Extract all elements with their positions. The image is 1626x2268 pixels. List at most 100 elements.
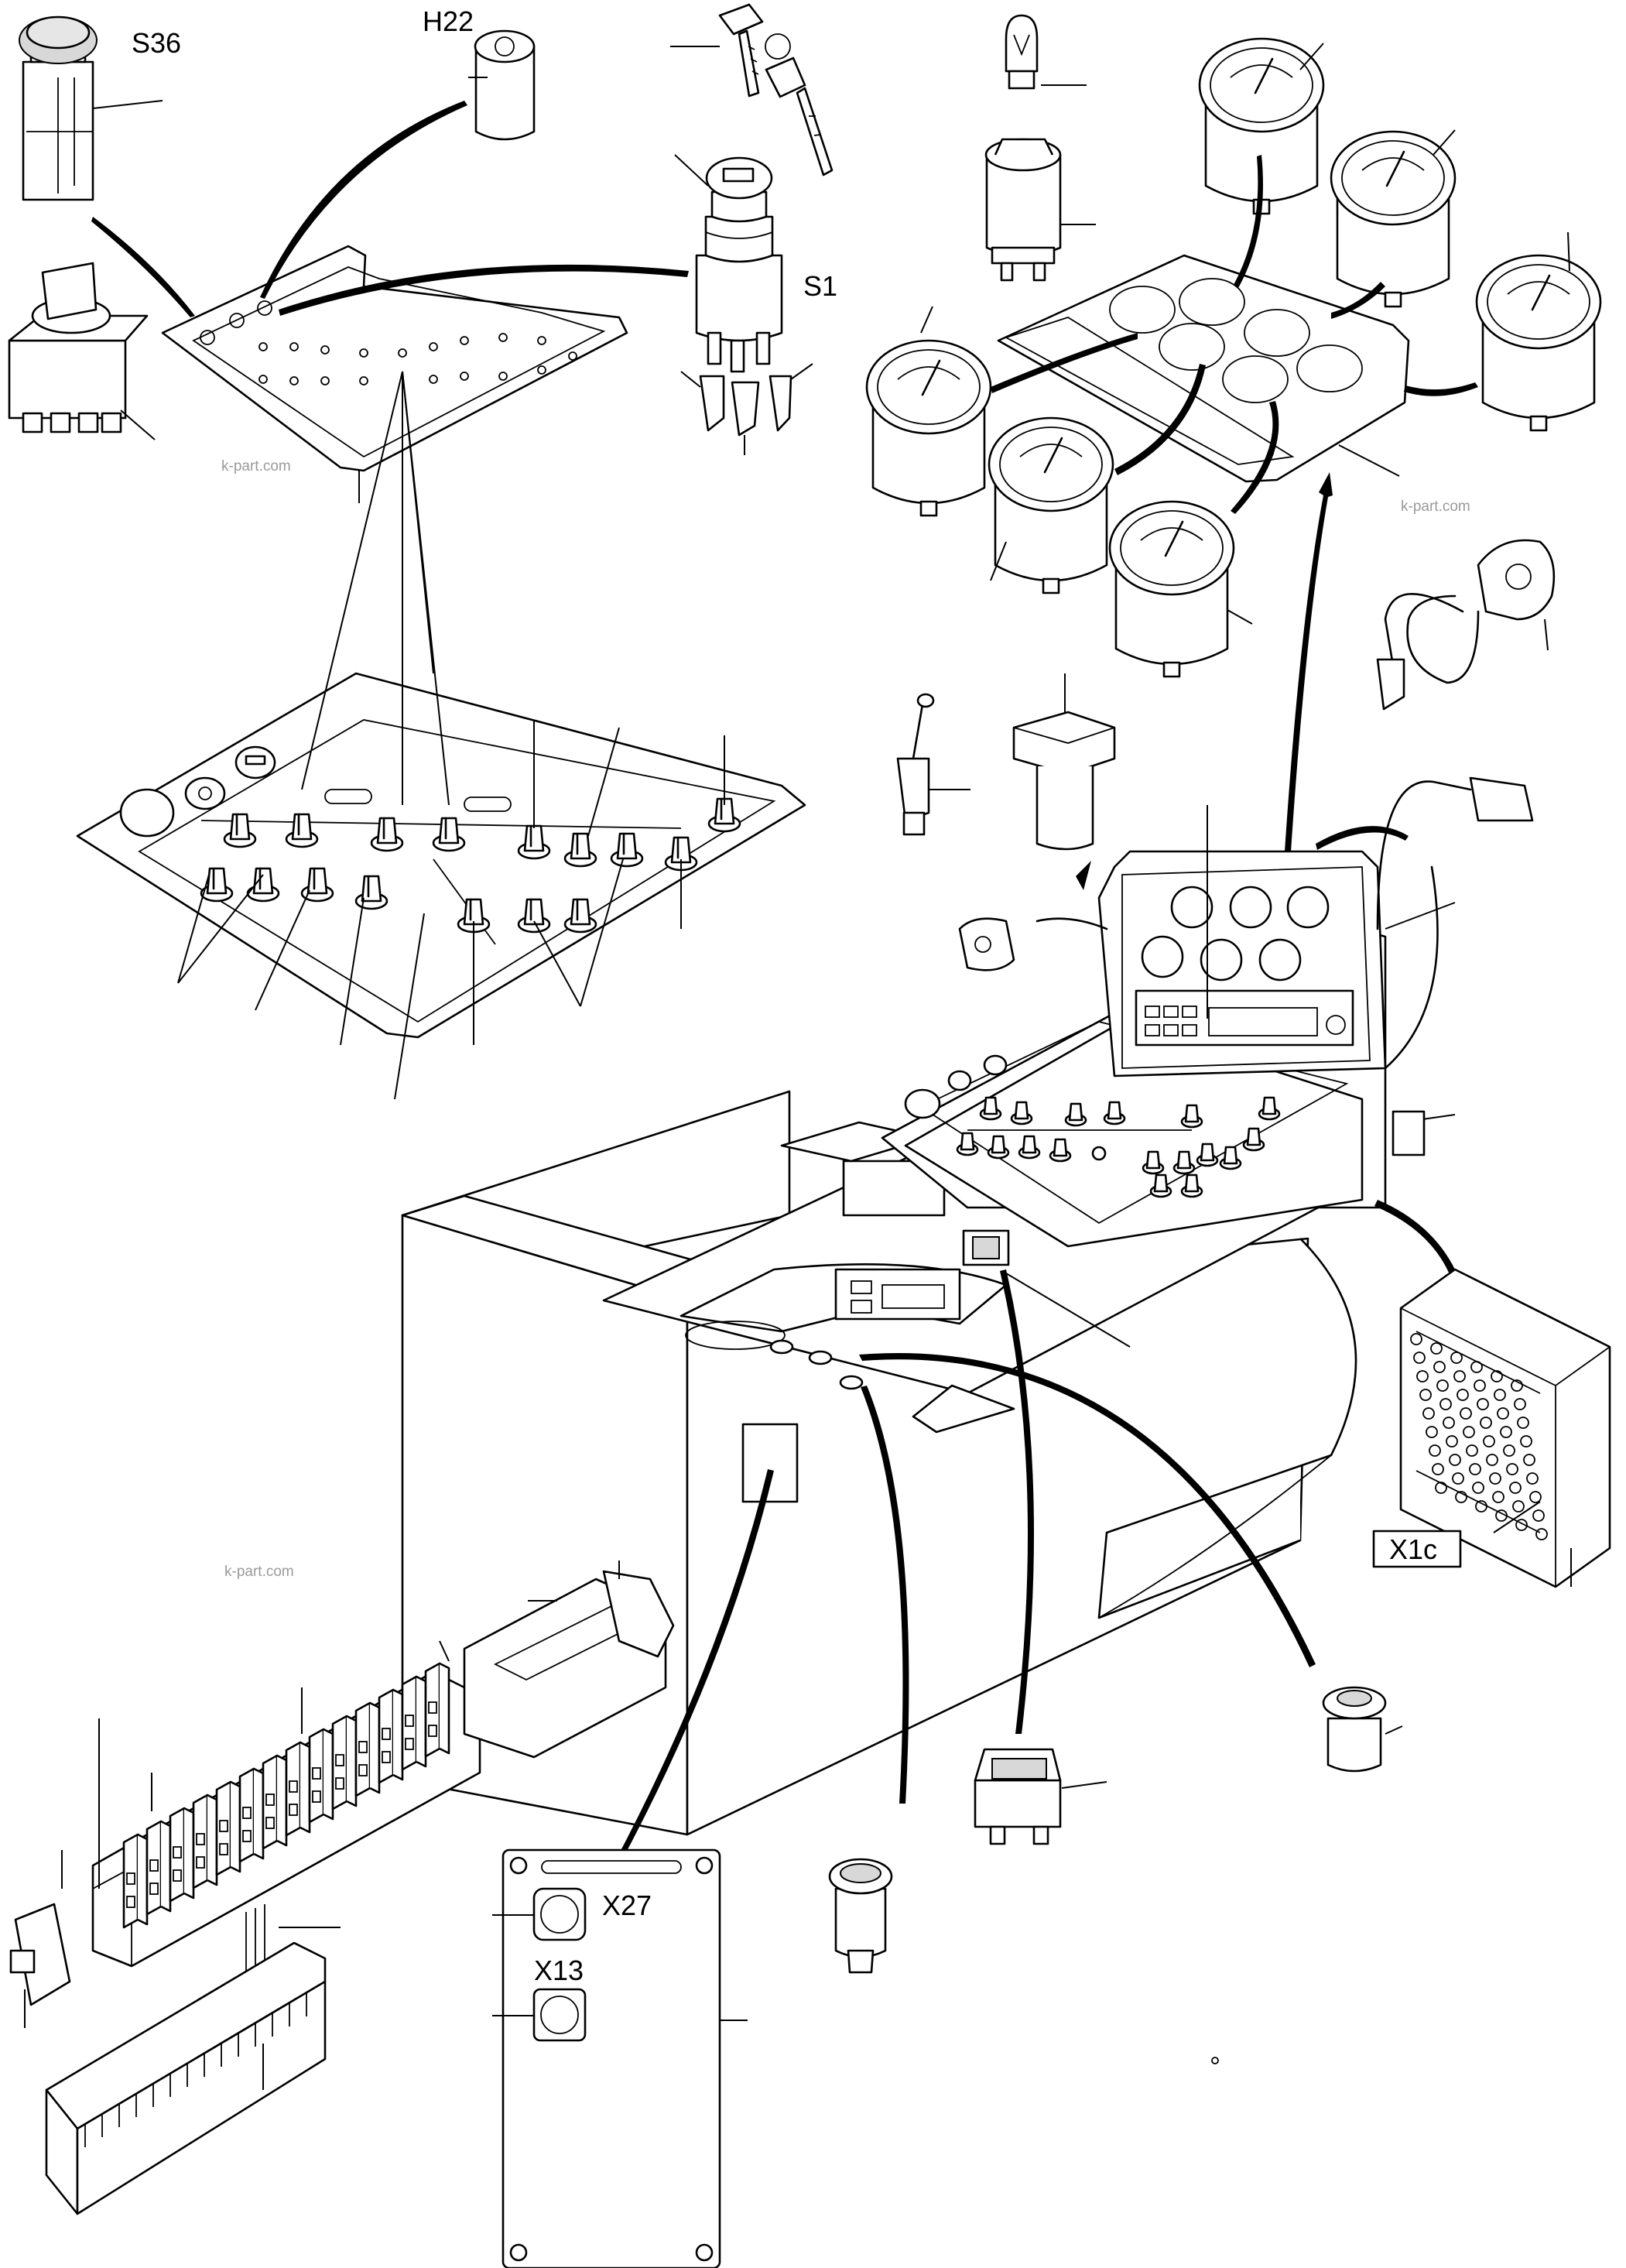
connector-pin — [1466, 1444, 1478, 1457]
connector-pin — [1410, 1333, 1422, 1345]
connector-pin — [1512, 1500, 1525, 1513]
watermark-3: k-part.com — [224, 1564, 294, 1580]
connector-pin — [1453, 1370, 1466, 1382]
connector-pin — [1450, 1352, 1463, 1364]
connector-pin — [1511, 1379, 1523, 1392]
connector-pin — [1486, 1454, 1498, 1466]
plate-hole — [320, 345, 330, 355]
plate-hole — [429, 342, 438, 351]
pointer-arrows-gauges — [991, 155, 1478, 514]
plate-hole — [320, 376, 330, 385]
connector-pin — [1457, 1389, 1469, 1401]
connector-pin — [1532, 1509, 1545, 1522]
terminal-block — [424, 1662, 450, 1758]
connector-pin — [1416, 1370, 1429, 1382]
connector-pin — [1475, 1500, 1487, 1513]
connector-pin — [1439, 1398, 1452, 1410]
connector-pin — [1480, 1417, 1492, 1429]
connector-plate: X27 X13 — [492, 1848, 748, 2268]
connector-pin — [1432, 1463, 1444, 1475]
terminal-block — [308, 1728, 334, 1824]
cable-connector-right — [1376, 539, 1556, 711]
terminal-block — [145, 1820, 172, 1916]
connector-pin — [1529, 1491, 1542, 1503]
bulb-and-holder — [984, 14, 1096, 282]
connector-pin — [1509, 1482, 1522, 1494]
gauges — [865, 37, 1602, 678]
connector-pin — [1433, 1361, 1446, 1373]
connector-pin — [1483, 1435, 1495, 1447]
connector-pin — [1449, 1454, 1461, 1466]
plate-hole — [398, 348, 407, 358]
terminal-block — [122, 1833, 149, 1929]
connector-pin — [1515, 1519, 1528, 1531]
connector-pin — [1460, 1407, 1472, 1420]
label-x13: X13 — [534, 1955, 584, 1986]
connector-pin — [1523, 1454, 1535, 1466]
label-h22: H22 — [423, 5, 474, 37]
connector-pin — [1463, 1426, 1475, 1438]
h22-indicator-lamp: H22 — [423, 5, 536, 141]
connector-pin — [1489, 1472, 1501, 1485]
terminal-block-strip — [9, 1561, 675, 2028]
x1c-connector-housing: X1c — [1372, 1268, 1611, 1588]
terminal-block — [169, 1807, 195, 1903]
connector-pin — [1472, 1482, 1484, 1494]
terminal-block — [331, 1715, 358, 1811]
connector-pin — [1443, 1417, 1455, 1429]
connector-pin — [1429, 1444, 1441, 1457]
terminal-block — [285, 1741, 311, 1837]
terminal-block — [378, 1688, 404, 1784]
connector-pin — [1495, 1509, 1508, 1522]
connector-pin — [1497, 1407, 1509, 1420]
s1-ignition-switch: S1 — [674, 154, 837, 455]
label-x27: X27 — [602, 1889, 652, 1921]
connector-pin — [1477, 1398, 1489, 1410]
plate-hole — [359, 348, 368, 358]
connector-pin — [1494, 1389, 1506, 1401]
plate-hole — [289, 376, 299, 385]
plate-hole — [498, 372, 508, 381]
plate-hole — [429, 375, 438, 384]
toggle-switch-and-pushbutton — [896, 673, 1116, 890]
connector-pin — [1422, 1407, 1435, 1420]
plate-hole — [498, 333, 508, 342]
socket-outlet — [828, 1858, 893, 1974]
plate-hole — [568, 351, 577, 361]
connector-pin — [1491, 1370, 1503, 1382]
connector-pin — [1506, 1463, 1518, 1475]
connector-pin — [1413, 1352, 1426, 1364]
rocker-switch-bottom — [974, 1748, 1107, 1845]
pointer-arrows-console — [614, 472, 1455, 1865]
label-s36: S36 — [132, 27, 181, 59]
label-s1: S1 — [803, 270, 837, 302]
watermarks: k-part.com k-part.com k-part.com — [221, 458, 1470, 1580]
stray-mark — [1211, 2057, 1219, 2064]
connector-pin — [1517, 1417, 1529, 1429]
connector-pin — [1446, 1435, 1458, 1447]
plate-hole — [537, 336, 546, 345]
cable-duct — [45, 1941, 327, 2215]
knob-switch-panel — [76, 371, 806, 1100]
terminal-block — [238, 1767, 265, 1863]
pointer-arrows-top-left — [91, 101, 689, 317]
watermark-2: k-part.com — [1401, 498, 1470, 515]
connector-pin — [1470, 1361, 1483, 1373]
connector-pin — [1426, 1426, 1438, 1438]
terminal-block — [401, 1675, 427, 1771]
connector-pin — [1474, 1379, 1486, 1392]
rotary-selector-switch — [8, 262, 156, 440]
connector-pin — [1435, 1482, 1447, 1494]
connector-pin — [1492, 1491, 1504, 1503]
terminal-block — [215, 1780, 241, 1876]
connector-pin — [1419, 1389, 1432, 1401]
watermark-1: k-part.com — [221, 458, 291, 474]
plate-hole — [460, 372, 469, 381]
cigarette-lighter — [1322, 1686, 1403, 1773]
connector-pin — [1430, 1342, 1443, 1355]
connector-pin — [1526, 1472, 1539, 1485]
plate-hole — [359, 376, 368, 385]
connector-pin — [1452, 1472, 1464, 1485]
plate-hole — [258, 342, 268, 351]
